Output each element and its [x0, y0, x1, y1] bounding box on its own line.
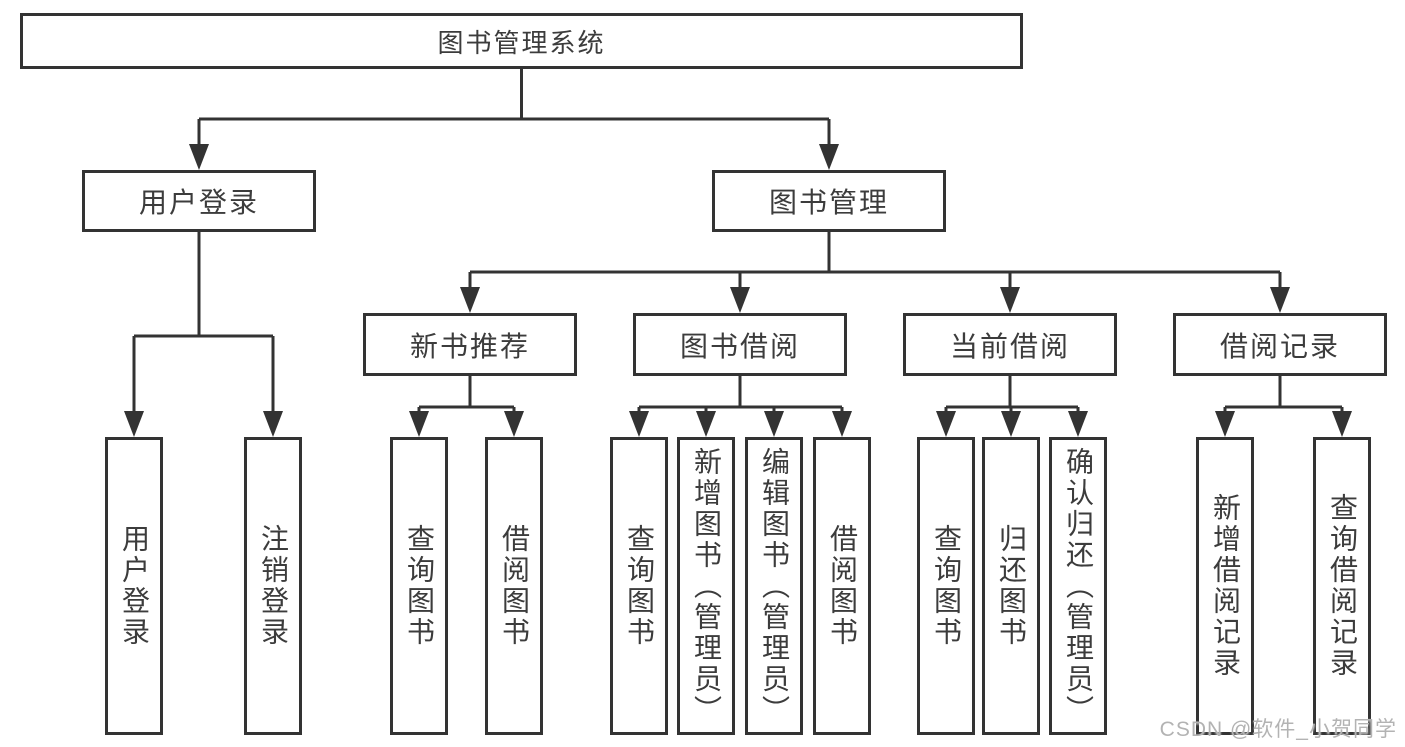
- node-user-login: 用户登录: [82, 170, 316, 232]
- connector-book-mgmt-to-level3: [460, 232, 1290, 313]
- leaf-query-books-recommend: 查询图书: [390, 437, 448, 735]
- leaf-add-borrow-record: 新增借阅记录: [1196, 437, 1254, 735]
- csdn-watermark: CSDN @软件_小贺同学: [1159, 718, 1397, 741]
- node-borrow-records: 借阅记录: [1173, 313, 1387, 376]
- connector-records-to-leaves: [1215, 376, 1352, 437]
- node-new-book-recommend: 新书推荐: [363, 313, 577, 376]
- leaf-query-books-borrowing: 查询图书: [610, 437, 668, 735]
- connector-user-login-to-leaves: [124, 232, 283, 437]
- leaf-edit-books-admin: 编辑图书（管理员）: [745, 437, 803, 735]
- leaf-return-books: 归还图书: [982, 437, 1040, 735]
- leaf-logout: 注销登录: [244, 437, 302, 735]
- connector-new-books-to-leaves: [409, 376, 524, 437]
- node-book-management: 图书管理: [712, 170, 946, 232]
- node-current-borrowing: 当前借阅: [903, 313, 1117, 376]
- node-book-borrowing: 图书借阅: [633, 313, 847, 376]
- leaf-query-borrow-record: 查询借阅记录: [1313, 437, 1371, 735]
- node-library-management-system: 图书管理系统: [20, 13, 1023, 69]
- connector-root-to-level2: [189, 69, 839, 170]
- leaf-confirm-return-admin: 确认归还（管理员）: [1049, 437, 1107, 735]
- leaf-borrow-books-recommend: 借阅图书: [485, 437, 543, 735]
- leaf-user-login: 用户登录: [105, 437, 163, 735]
- connector-borrowing-to-leaves: [629, 376, 852, 437]
- connector-current-to-leaves: [936, 376, 1088, 437]
- leaf-add-books-admin: 新增图书（管理员）: [677, 437, 735, 735]
- leaf-query-books-current: 查询图书: [917, 437, 975, 735]
- leaf-borrow-books: 借阅图书: [813, 437, 871, 735]
